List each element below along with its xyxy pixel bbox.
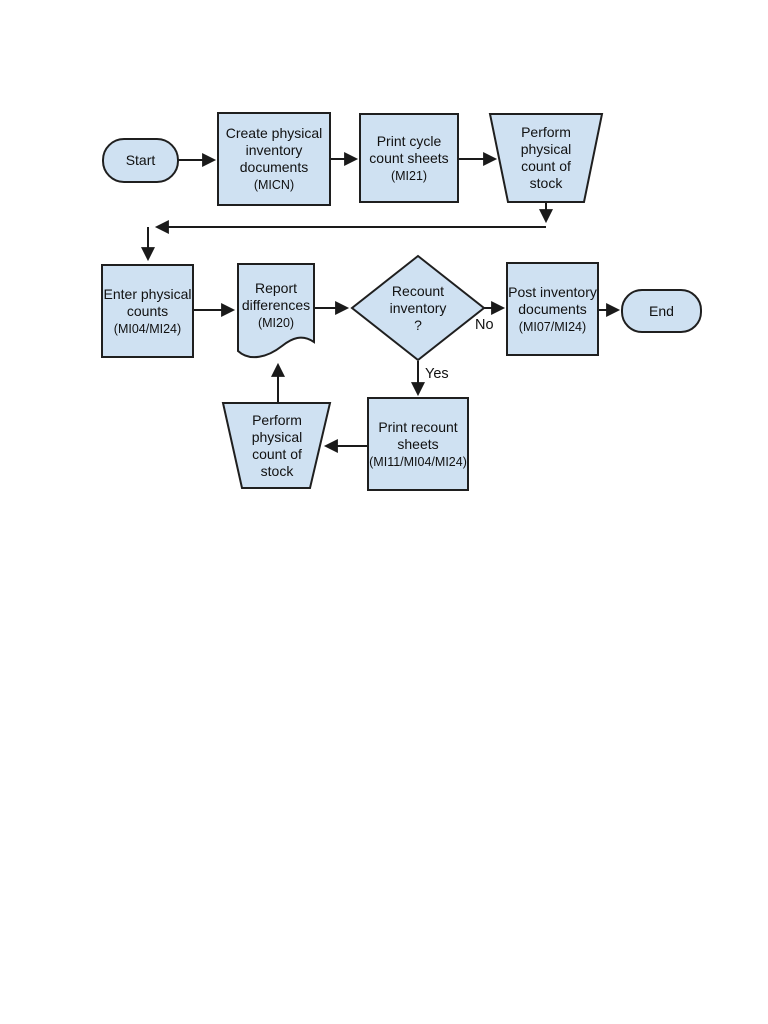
node-perform-count-top: Perform physical count of stock: [504, 117, 588, 199]
node-label: count of: [252, 446, 302, 462]
node-print-cycle: Print cycle count sheets (MI21): [362, 117, 456, 199]
post-docs-process-shape: [506, 262, 599, 356]
print-recount-process-shape: [367, 397, 469, 491]
perform-count-top-trapezoid-shape: [488, 113, 604, 203]
report-differences-document-shape: [237, 263, 315, 359]
node-label: Perform: [252, 412, 302, 428]
node-label: differences: [241, 296, 311, 313]
node-label: ?: [414, 316, 422, 333]
node-label: physical: [520, 141, 572, 157]
start-terminator-shape: [102, 138, 179, 183]
node-label: Create physical: [225, 125, 323, 141]
node-label: count of: [521, 158, 571, 174]
create-docs-process-shape: [217, 112, 331, 206]
node-label: documents: [518, 300, 587, 317]
node-label: Perform: [521, 124, 571, 140]
node-label: stock: [529, 175, 563, 191]
node-transaction-code: (MI07/MI24): [518, 319, 587, 334]
decision-yes-label: Yes: [425, 366, 449, 382]
node-report-differences: Report differences (MI20): [240, 266, 312, 344]
node-transaction-code: (MI20): [257, 315, 295, 330]
node-label: documents: [239, 159, 309, 175]
node-label: sheets: [397, 435, 439, 452]
node-label: Report: [254, 279, 298, 296]
node-label: Print cycle: [376, 132, 442, 149]
enter-counts-process-shape: [101, 264, 194, 358]
end-terminator-shape: [621, 289, 702, 333]
node-label: count sheets: [369, 149, 449, 166]
node-label: Start: [125, 152, 156, 168]
node-recount-decision: Recount inventory ?: [368, 272, 468, 344]
node-label: Recount: [391, 282, 445, 299]
node-transaction-code: (MI04/MI24): [113, 321, 182, 336]
node-post-docs: Post inventory documents (MI07/MI24): [508, 266, 597, 352]
node-transaction-code: (MI11/MI04/MI24): [369, 454, 467, 469]
node-label: Post inventory: [508, 283, 597, 300]
node-transaction-code: (MICN): [253, 178, 295, 192]
perform-count-bottom-trapezoid-shape: [221, 402, 332, 489]
recount-decision-diamond-shape: [350, 254, 486, 362]
decision-no-label: No: [475, 317, 494, 333]
print-cycle-process-shape: [359, 113, 459, 203]
node-label: stock: [260, 463, 294, 479]
shapes: [101, 112, 702, 491]
node-create-docs: Create physical inventory documents (MIC…: [220, 116, 328, 202]
node-enter-counts: Enter physical counts (MI04/MI24): [103, 268, 192, 354]
node-label: physical: [251, 429, 303, 445]
node-end: End: [622, 290, 701, 332]
node-label: counts: [126, 302, 169, 319]
node-label: Print recount: [378, 418, 458, 435]
node-label: End: [649, 302, 674, 319]
node-label: Enter physical: [103, 285, 192, 302]
node-print-recount: Print recount sheets (MI11/MI04/MI24): [369, 401, 467, 487]
node-start: Start: [103, 139, 178, 182]
node-perform-count-bottom: Perform physical count of stock: [232, 406, 322, 486]
node-label: inventory: [389, 299, 447, 316]
edges: [141, 152, 621, 453]
node-transaction-code: (MI21): [390, 168, 428, 183]
node-label: inventory: [245, 142, 303, 158]
